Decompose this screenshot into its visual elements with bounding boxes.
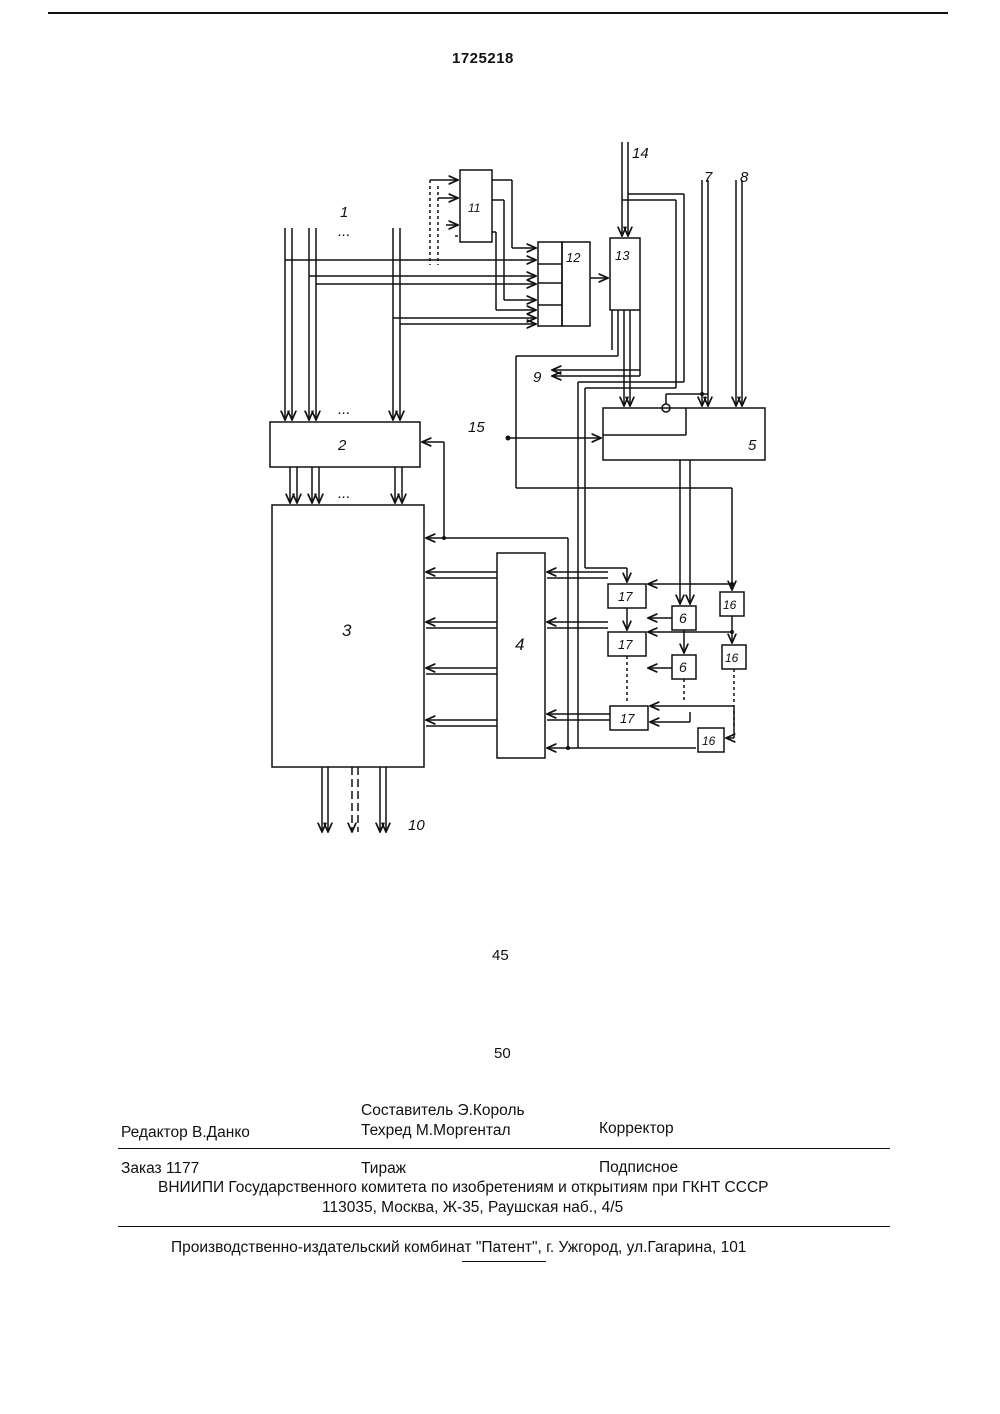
label-block-13: 13 bbox=[615, 248, 630, 263]
label-block-16-1: 16 bbox=[723, 598, 737, 612]
ellipsis-bus-1: ... bbox=[338, 223, 351, 240]
line-number-45: 45 bbox=[492, 947, 509, 964]
compiler: Составитель Э.Король bbox=[361, 1102, 525, 1120]
ellipsis-bus-2-out: ... bbox=[338, 485, 351, 502]
label-signal-10: 10 bbox=[408, 817, 425, 834]
label-block-3: 3 bbox=[342, 621, 352, 640]
label-block-4: 4 bbox=[515, 635, 524, 654]
label-signal-9: 9 bbox=[533, 369, 542, 386]
colophon-underline bbox=[462, 1261, 546, 1262]
label-signal-15: 15 bbox=[468, 419, 485, 436]
label-block-5: 5 bbox=[748, 437, 757, 454]
label-block-17-2: 17 bbox=[618, 637, 633, 652]
label-signal-8: 8 bbox=[740, 169, 749, 186]
ellipsis-bus-2-in: ... bbox=[338, 401, 351, 418]
block-5 bbox=[603, 408, 765, 460]
label-block-17-1: 17 bbox=[618, 589, 633, 604]
subscription: Подписное bbox=[599, 1159, 678, 1177]
colophon-rule-2 bbox=[118, 1226, 890, 1227]
label-signal-1: 1 bbox=[340, 204, 348, 221]
label-block-16-3: 16 bbox=[702, 734, 716, 748]
label-block-6-2: 6 bbox=[679, 659, 687, 675]
label-signal-7: 7 bbox=[704, 169, 713, 186]
label-block-12: 12 bbox=[566, 250, 581, 265]
label-block-16-2: 16 bbox=[725, 651, 739, 665]
editor: Редактор В.Данко bbox=[121, 1124, 250, 1142]
printing-plant: Производственно-издательский комбинат "П… bbox=[171, 1239, 746, 1257]
address: 113035, Москва, Ж-35, Раушская наб., 4/5 bbox=[322, 1199, 623, 1217]
colophon-rule-1 bbox=[118, 1148, 890, 1149]
order: Заказ 1177 bbox=[121, 1160, 199, 1178]
label-block-11: 11 bbox=[468, 201, 480, 215]
label-block-6-1: 6 bbox=[679, 610, 687, 626]
circulation: Тираж bbox=[361, 1160, 406, 1178]
label-block-17-3: 17 bbox=[620, 711, 635, 726]
techred: Техред М.Моргентал bbox=[361, 1122, 511, 1140]
block-12 bbox=[538, 242, 562, 326]
institute: ВНИИПИ Государственного комитета по изоб… bbox=[158, 1179, 768, 1197]
corrector: Корректор bbox=[599, 1120, 674, 1138]
label-signal-14: 14 bbox=[632, 145, 649, 162]
line-number-50: 50 bbox=[494, 1045, 511, 1062]
label-block-2: 2 bbox=[337, 437, 347, 454]
block-4 bbox=[497, 553, 545, 758]
